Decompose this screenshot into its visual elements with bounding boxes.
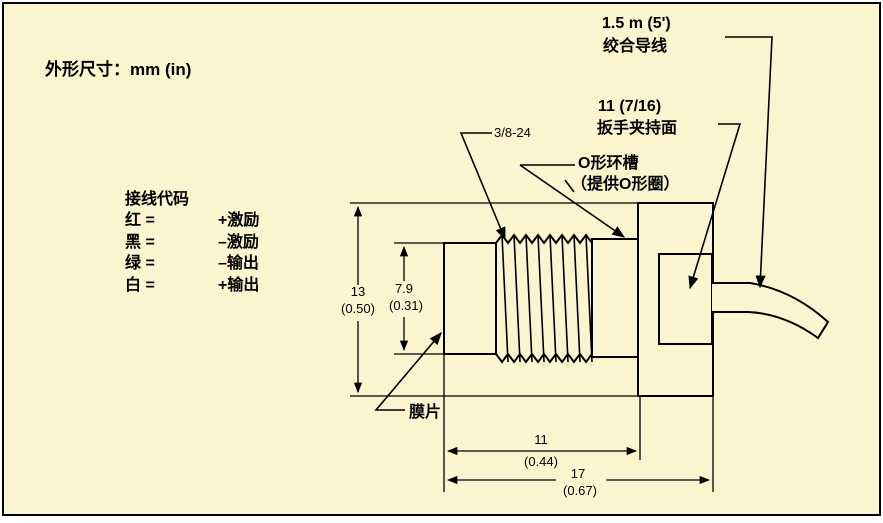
oring-leader-2 <box>519 164 626 238</box>
diaphragm-section <box>443 242 497 355</box>
stranded-cable <box>712 282 830 340</box>
wiring-table: 红 = +激励 黑 = –激励 绿 = –输出 白 = +输出 <box>125 210 259 294</box>
wiring-signal-black: –激励 <box>218 232 259 251</box>
wiring-color-red: 红 = <box>125 210 155 229</box>
thread-spec-label: 3/8-24 <box>494 125 531 140</box>
wiring-color-white: 白 = <box>125 275 155 294</box>
wiring-color-green: 绿 = <box>125 253 155 272</box>
thread-leader <box>459 132 506 241</box>
overall-height-label-bg <box>340 285 378 321</box>
oring-leader-3 <box>564 179 575 193</box>
oring-groove-section <box>591 238 639 358</box>
inner-diameter-label-bg <box>384 281 428 317</box>
diaphragm-label: 膜片 <box>409 402 441 421</box>
oring-note-label: （提供O形圈） <box>571 174 679 193</box>
wiring-color-black: 黑 = <box>125 233 155 251</box>
overall-height-mm: 13 <box>351 284 365 299</box>
body-length-mm: 11 <box>534 432 548 447</box>
total-length-mm: 17 <box>571 466 585 481</box>
body-length-dimension <box>443 354 641 492</box>
cable-leader <box>725 36 773 289</box>
threaded-section <box>495 233 593 364</box>
oring-groove-label: O形环槽 <box>578 153 638 172</box>
inner-diameter-mm: 7.9 <box>395 281 413 296</box>
wiring-signal-green: –输出 <box>218 253 259 272</box>
wiring-signal-red: +激励 <box>218 210 259 229</box>
wiring-signal-white: +输出 <box>218 275 259 294</box>
dimensions-title: 外形尺寸：mm (in) <box>45 59 191 79</box>
diaphragm-leader <box>374 332 442 411</box>
cable-exit-boss <box>658 253 713 345</box>
total-length-in: (0.67) <box>563 483 597 498</box>
overall-height-in: (0.50) <box>341 301 375 316</box>
cable-length-label: 1.5 m (5') <box>602 15 671 32</box>
wrench-flat-label: 扳手夹持面 <box>597 118 677 137</box>
inner-diameter-in: (0.31) <box>389 298 423 313</box>
total-length-label-bg <box>556 467 606 499</box>
wrench-flat-leader <box>688 123 742 290</box>
wrench-size-label: 11 (7/16) <box>598 98 661 115</box>
body-length-in: (0.44) <box>524 454 558 469</box>
background-panel <box>2 2 881 516</box>
wiring-title: 接线代码 <box>125 189 189 208</box>
cable-type-label: 绞合导线 <box>603 36 667 55</box>
